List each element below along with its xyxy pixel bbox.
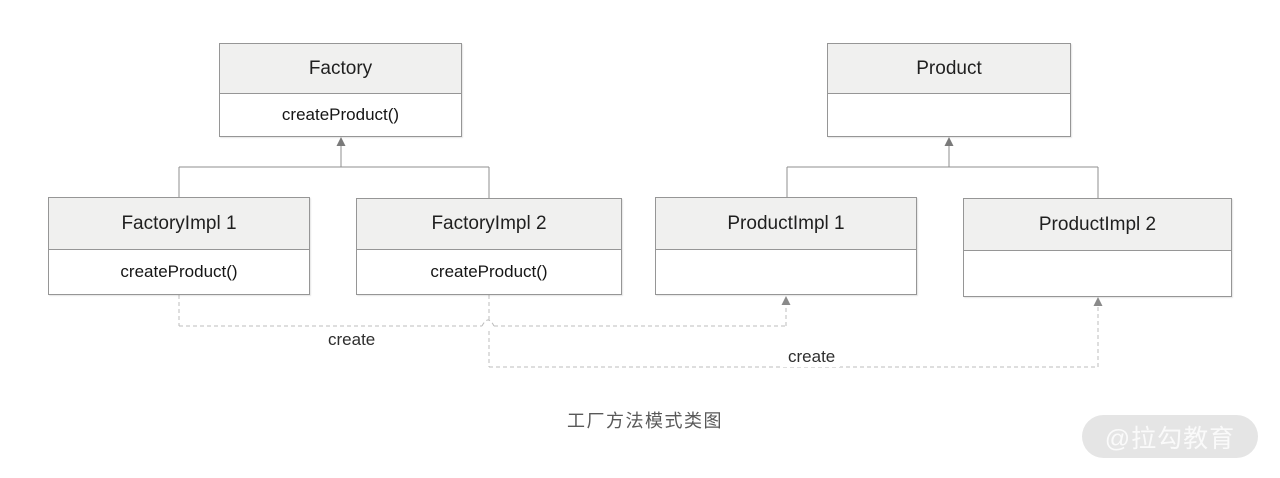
inheritance-connector-product	[786, 146, 1099, 198]
class-box-factory: Factory createProduct()	[219, 43, 462, 137]
class-method-empty	[656, 250, 916, 294]
inheritance-arrowhead-factory-icon	[336, 137, 346, 146]
class-box-factoryimpl-1: FactoryImpl 1 createProduct()	[48, 197, 310, 295]
create-dependency-1-line-hop	[481, 319, 495, 327]
class-title: ProductImpl 2	[964, 199, 1231, 251]
create-dependency-1	[178, 295, 787, 327]
class-method: createProduct()	[281, 105, 400, 124]
watermark-badge: @拉勾教育	[1082, 415, 1258, 458]
edge-label-create-2: create	[783, 347, 841, 367]
inheritance-connector-factory	[178, 146, 490, 198]
diagram-caption: 工厂方法模式类图	[567, 411, 723, 431]
edge-label-create-1: create	[328, 330, 376, 349]
class-title: FactoryImpl 1	[49, 198, 309, 250]
class-method: createProduct()	[120, 262, 238, 281]
create-dependency-2	[488, 295, 1099, 368]
class-box-product: Product	[827, 43, 1071, 137]
class-method: createProduct()	[430, 262, 548, 281]
class-box-factoryimpl-2: FactoryImpl 2 createProduct()	[356, 198, 622, 295]
class-title: Factory	[220, 44, 461, 94]
class-title: Product	[828, 44, 1070, 94]
class-box-productimpl-2: ProductImpl 2	[963, 198, 1232, 297]
class-method-empty	[828, 94, 1070, 136]
class-title: ProductImpl 1	[656, 198, 916, 250]
create-arrowhead-1-icon	[781, 296, 791, 305]
class-box-productimpl-1: ProductImpl 1	[655, 197, 917, 295]
create-arrowhead-2-icon	[1093, 297, 1103, 306]
inheritance-arrowhead-product-icon	[944, 137, 954, 146]
class-method-empty	[964, 251, 1231, 296]
class-title: FactoryImpl 2	[357, 199, 621, 250]
